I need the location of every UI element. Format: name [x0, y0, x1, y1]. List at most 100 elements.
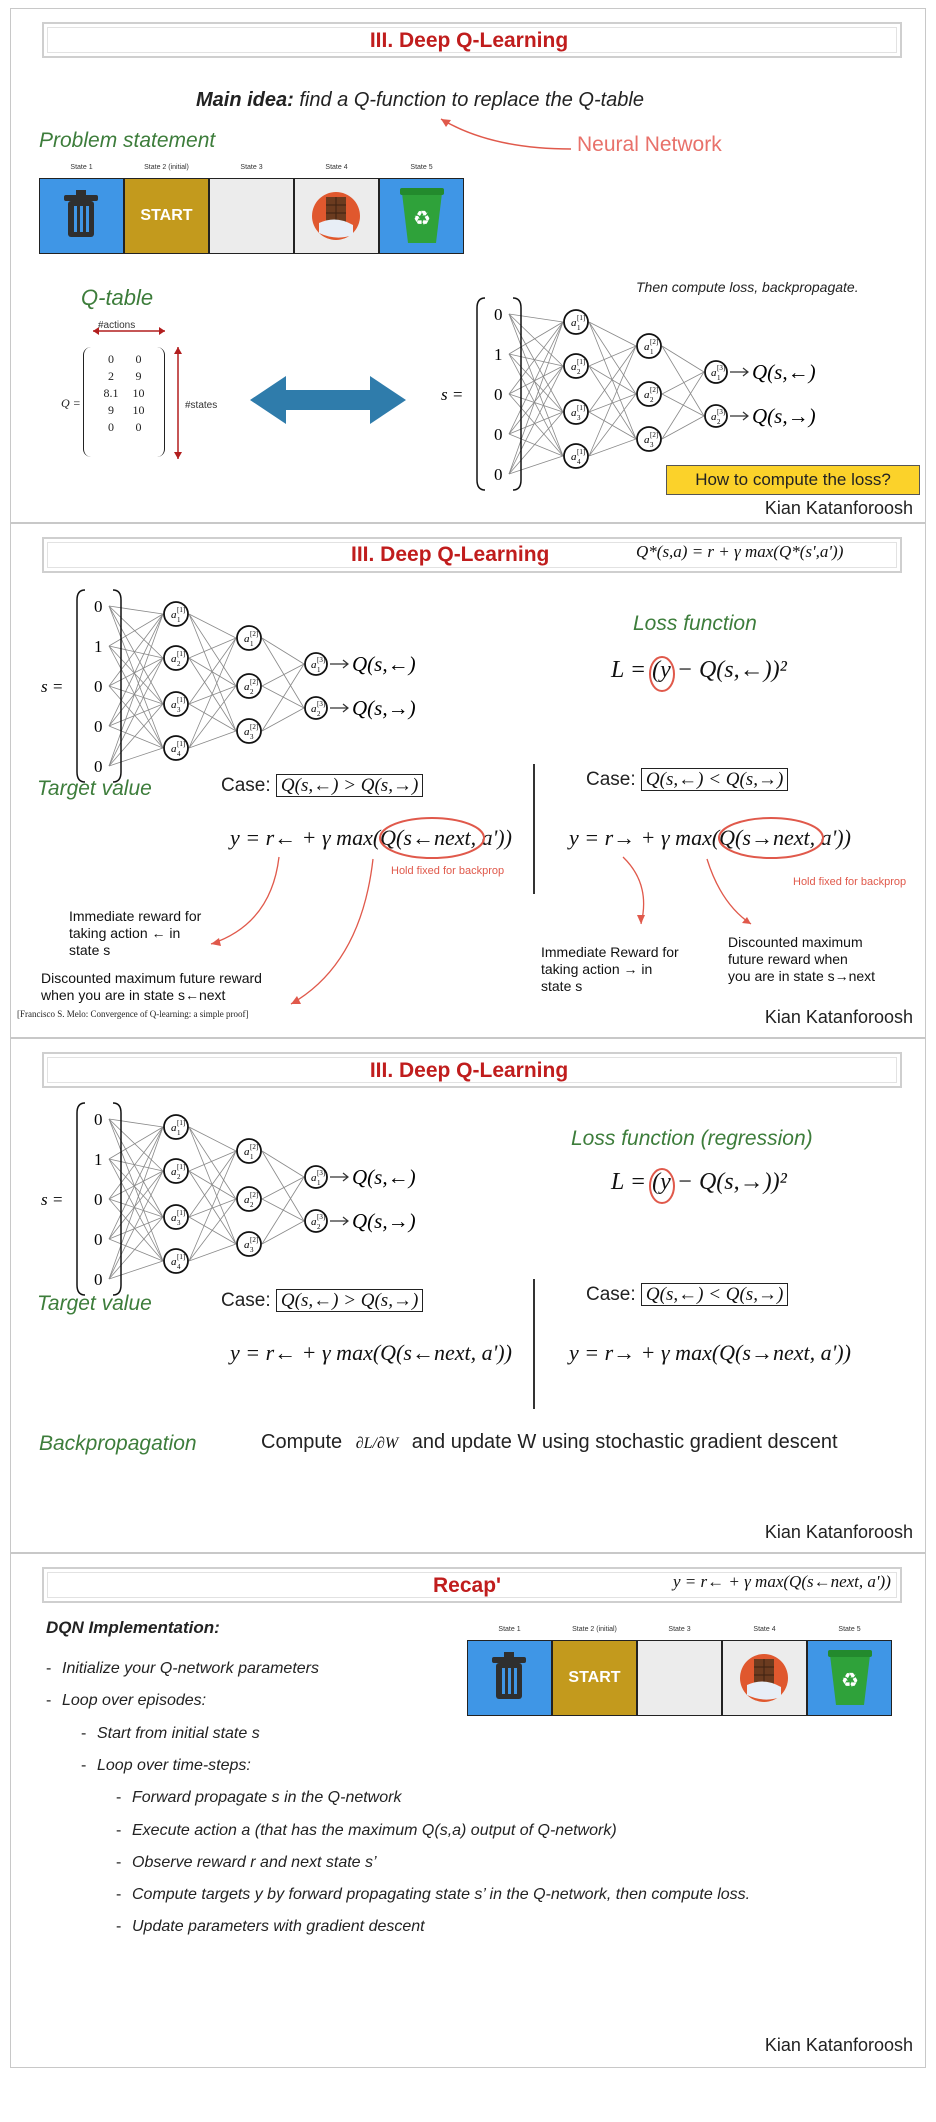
author: Kian Katanforoosh — [765, 1522, 913, 1543]
node-superscript: [2] — [250, 1236, 258, 1244]
node-superscript: [2] — [650, 386, 658, 394]
output-arrow — [330, 1217, 348, 1225]
network-edge — [109, 1239, 163, 1261]
output-arrow — [730, 412, 748, 420]
case-left: Case: Q(s,←) > Q(s,→) — [221, 1290, 423, 1312]
note-line: Immediate Reward for — [541, 944, 679, 961]
node-superscript: [1] — [577, 404, 585, 412]
network-edge — [589, 439, 636, 456]
note-line: Discounted maximum — [728, 934, 875, 951]
node-superscript: [1] — [177, 1119, 185, 1127]
start-label: START — [125, 179, 208, 252]
neural-network-pointer-arrow — [431, 109, 581, 159]
network-edge — [109, 1127, 163, 1239]
network-edge — [262, 1177, 304, 1199]
q-table-title: Q-table — [81, 285, 153, 311]
states-label: #states — [185, 400, 217, 411]
dqn-step: Observe reward r and next state s’ — [132, 1854, 377, 1872]
note-line: taking action ← in — [69, 925, 201, 942]
network-edge — [109, 1171, 163, 1199]
note-line: Discounted maximum future reward — [41, 970, 262, 987]
node-subscript: 3 — [577, 414, 581, 422]
network-edge — [509, 366, 563, 394]
q-table-row: 910 — [97, 402, 152, 419]
note-line: Immediate reward for — [69, 908, 201, 925]
step-dash: - — [81, 1725, 86, 1743]
slide-4-title: Recap' — [433, 1574, 501, 1598]
slide-4: Recap' y = r← + γ max(Q(s←next, a')) DQN… — [10, 1553, 926, 2068]
node-superscript: [1] — [577, 358, 585, 366]
node-subscript: 2 — [317, 1223, 321, 1231]
recap-equation: y = r← + γ max(Q(s←next, a')) — [673, 1572, 891, 1592]
state-cell-chocolate — [294, 178, 379, 254]
network-edge — [109, 1159, 163, 1171]
q-table-cell: 9 — [97, 402, 126, 419]
network-edge — [662, 346, 704, 372]
network-edge — [589, 346, 636, 456]
step-dash: - — [116, 1822, 121, 1840]
state-cell-recycle: ♻ — [379, 178, 464, 254]
node-subscript: 1 — [650, 348, 654, 356]
note-line: state s — [69, 942, 201, 959]
case-right: Case: Q(s,←) < Q(s,→) — [586, 1284, 788, 1306]
s-equals: s = — [441, 385, 463, 404]
network-edge — [189, 1171, 236, 1199]
network-edge — [262, 1221, 304, 1244]
node-superscript: [1] — [577, 448, 585, 456]
neural-network-diagram: a[1]1a[1]2a[1]3a[1]4a[2]1a[2]2a[2]3a[3]1… — [41, 1099, 441, 1309]
backprop-text: Compute ∂L/∂W and update W using stochas… — [261, 1431, 838, 1454]
input-value: 1 — [494, 345, 503, 364]
step-dash: - — [46, 1660, 51, 1678]
network-edge — [109, 1171, 163, 1279]
network-edge — [189, 1127, 236, 1244]
state-label: State 5 — [807, 1626, 892, 1633]
node-superscript: [1] — [177, 1253, 185, 1261]
state-cell-trash — [39, 178, 124, 254]
node-subscript: 1 — [317, 1179, 321, 1187]
q-table-cell: 0 — [97, 419, 126, 436]
input-value: 0 — [94, 1110, 103, 1129]
input-value: 0 — [494, 305, 503, 324]
recycle-bin-icon: ♻ — [380, 179, 463, 252]
network-edge — [109, 1171, 163, 1239]
author: Kian Katanforoosh — [765, 2035, 913, 2056]
node-subscript: 3 — [650, 441, 654, 449]
q-table-row: 00 — [97, 351, 152, 368]
network-edge — [509, 434, 563, 456]
node-superscript: [3] — [717, 364, 725, 372]
q-table-cell: 0 — [97, 351, 126, 368]
q-output: Q(s,→) — [352, 1209, 416, 1233]
q-table-cell: 0 — [126, 419, 152, 436]
immediate-right: Immediate Reward for taking action → in … — [541, 944, 679, 995]
network-edge — [509, 412, 563, 434]
case-right-condition: Q(s,←) < Q(s,→) — [641, 1283, 788, 1306]
step-dash: - — [81, 1757, 86, 1775]
node-subscript: 4 — [577, 458, 581, 466]
input-value: 0 — [494, 385, 503, 404]
state-label: State 2 (initial) — [124, 164, 209, 171]
step-dash: - — [116, 1789, 121, 1807]
slide-3-title: III. Deep Q-Learning — [11, 1059, 927, 1083]
network-edge — [109, 1119, 163, 1261]
slide-3: III. Deep Q-Learning a[1]1a[1]2a[1]3a[1]… — [10, 1038, 926, 1553]
network-edge — [589, 322, 636, 346]
state-label: State 2 (initial) — [552, 1626, 637, 1633]
step-dash: - — [116, 1854, 121, 1872]
node-subscript: 2 — [717, 418, 721, 426]
state-label: State 1 — [39, 164, 124, 171]
double-arrow — [248, 372, 408, 428]
state-label: State 1 — [467, 1626, 552, 1633]
how-to-compute-callout: How to compute the loss? — [666, 465, 920, 495]
loss-equation: L = (y − Q(s,→))² — [611, 1169, 787, 1196]
trash-icon — [40, 179, 123, 252]
network-edge — [109, 1217, 163, 1239]
y-left-equation: y = r← + γ max(Q(s←next, a')) — [230, 1340, 512, 1366]
discounted-right: Discounted maximum future reward when yo… — [728, 934, 875, 985]
node-superscript: [2] — [250, 1143, 258, 1151]
node-superscript: [1] — [177, 1163, 185, 1171]
main-idea-text: find a Q-function to replace the Q-table — [299, 89, 644, 111]
q-output: Q(s,←) — [752, 360, 816, 384]
problem-statement: Problem statement — [39, 129, 215, 153]
backprop-rest: and update W using stochastic gradient d… — [412, 1431, 838, 1453]
